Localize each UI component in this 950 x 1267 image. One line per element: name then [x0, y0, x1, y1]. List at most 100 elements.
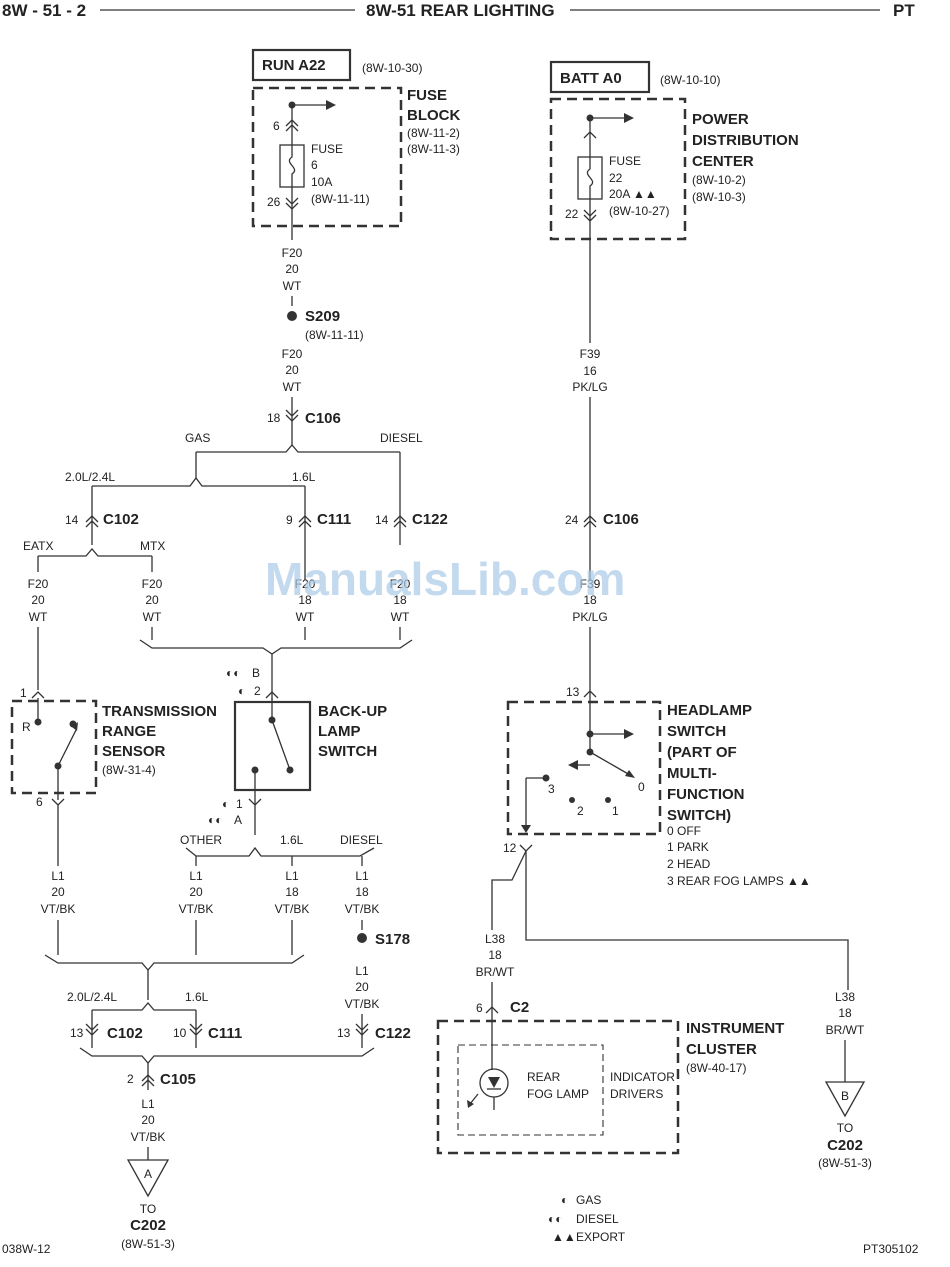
headlamp-option-0: 0 OFF — [667, 824, 701, 838]
indicator-label-2: DRIVERS — [610, 1087, 663, 1101]
headlamp-option-1: 1 PARK — [667, 840, 709, 854]
c111-top-pin: 9 — [286, 513, 293, 527]
wire-f39-gauge: 16 — [583, 364, 597, 378]
fog-lamp-label-2: FOG LAMP — [527, 1087, 589, 1101]
indicator-label-1: INDICATOR — [610, 1070, 675, 1084]
wire-l1-2-color: VT/BK — [179, 902, 214, 916]
c102-bot-pin: 13 — [70, 1026, 84, 1040]
wire-l1-3-color: VT/BK — [275, 902, 310, 916]
c106-left-label: C106 — [305, 410, 341, 427]
wire-f20b-gauge: 20 — [285, 363, 299, 377]
s178-label: S178 — [375, 931, 410, 948]
fog-lamp-label-1: REAR — [527, 1070, 561, 1084]
wire-l1-s178-circuit: L1 — [355, 964, 369, 978]
branch-gas: GAS — [185, 431, 210, 445]
c111-bot-label: C111 — [208, 1025, 242, 1042]
legend-export: EXPORT — [576, 1230, 626, 1244]
footer-right: PT305102 — [863, 1242, 919, 1256]
to-a-letter: A — [144, 1167, 152, 1181]
c111-top-label: C111 — [317, 511, 351, 528]
wire-l1-2-circuit: L1 — [189, 869, 203, 883]
headlamp-title-1: HEADLAMP — [667, 702, 752, 719]
bls-title-2: LAMP — [318, 723, 361, 740]
to-a-ref: (8W-51-3) — [121, 1237, 175, 1251]
to-a-to: TO — [140, 1202, 156, 1216]
c105-label: C105 — [160, 1071, 196, 1088]
wire-mid-3-gauge: 18 — [298, 593, 312, 607]
wire-f39b-gauge: 18 — [583, 593, 597, 607]
wire-l1-1-gauge: 20 — [51, 885, 65, 899]
trs-box — [10, 699, 98, 795]
pdc-ref-2: (8W-10-3) — [692, 190, 746, 204]
fuse-22-label: FUSE — [609, 154, 641, 168]
watermark: ManualsLib.com — [265, 553, 625, 605]
wire-mid-4-color: WT — [391, 610, 410, 624]
svg-text:◐: ◐ — [238, 684, 245, 698]
pdc-box — [549, 97, 687, 241]
c106-right-pin: 24 — [565, 513, 579, 527]
batt-a0-label: BATT A0 — [560, 70, 622, 87]
wire-l38-b-gauge: 18 — [838, 1006, 852, 1020]
to-b-conn: C202 — [827, 1137, 863, 1154]
headlamp-title-6: SWITCH) — [667, 807, 731, 824]
headlamp-title-3: (PART OF — [667, 744, 737, 761]
pdc-title-1: POWER — [692, 111, 749, 128]
fuse-block-ref-2: (8W-11-3) — [407, 142, 460, 156]
svg-text:◐: ◐ — [561, 1193, 568, 1207]
to-b-letter: B — [841, 1089, 849, 1103]
fuse-block-box — [251, 86, 403, 228]
wire-mid-2-gauge: 20 — [145, 593, 159, 607]
c2-label: C2 — [510, 999, 529, 1016]
pdc-title-3: CENTER — [692, 153, 754, 170]
bls-pin-b: B — [252, 666, 260, 680]
wire-f20b-circuit: F20 — [282, 347, 303, 361]
headlamp-title-5: FUNCTION — [667, 786, 745, 803]
bls-pin-2: 2 — [254, 684, 261, 698]
wire-l38-a-circuit: L38 — [485, 932, 505, 946]
trs-title-2: RANGE — [102, 723, 156, 740]
legend-diesel: DIESEL — [576, 1212, 619, 1226]
wire-mid-1-circuit: F20 — [28, 577, 49, 591]
run-a22-ref: (8W-10-30) — [362, 61, 422, 75]
wire-l38-b-circuit: L38 — [835, 990, 855, 1004]
wire-l1-3-circuit: L1 — [285, 869, 299, 883]
fuse-22-ref: (8W-10-27) — [609, 204, 669, 218]
c122-top-label: C122 — [412, 511, 448, 528]
fuse-6-amps: 10A — [311, 175, 332, 189]
wire-f39-circuit: F39 — [580, 347, 601, 361]
trs-title-3: SENSOR — [102, 743, 166, 760]
fuse-6-ref: (8W-11-11) — [311, 192, 370, 206]
fuse-6-label: FUSE — [311, 142, 343, 156]
wire-mid-4-gauge: 18 — [393, 593, 407, 607]
section-code: PT — [893, 1, 915, 20]
wire-l1-1-circuit: L1 — [51, 869, 65, 883]
wire-l1-2-gauge: 20 — [189, 885, 203, 899]
branch2-other: OTHER — [180, 833, 222, 847]
wire-f20-gauge: 20 — [285, 262, 299, 276]
c105-pin: 2 — [127, 1072, 134, 1086]
headlamp-switch-box — [506, 700, 662, 836]
indicator-drivers-box — [457, 1044, 604, 1136]
c2-pin: 6 — [476, 1001, 483, 1015]
fuse-block-title-2: BLOCK — [407, 107, 460, 124]
trs-pin-top: 1 — [20, 686, 27, 700]
pdc-pin-out: 22 — [565, 207, 579, 221]
headlamp-p2: 2 — [577, 804, 584, 818]
s209-ref: (8W-11-11) — [305, 328, 364, 342]
wire-l1-4-gauge: 18 — [355, 885, 369, 899]
c106-right-label: C106 — [603, 511, 639, 528]
headlamp-title-2: SWITCH — [667, 723, 726, 740]
fuse-6-number: 6 — [311, 158, 318, 172]
c111-bot-pin: 10 — [173, 1026, 187, 1040]
fuse-block-title-1: FUSE — [407, 87, 447, 104]
branch2-eng-24: 2.0L/2.4L — [67, 990, 117, 1004]
trs-title-1: TRANSMISSION — [102, 703, 217, 720]
wire-f20b-color: WT — [283, 380, 302, 394]
s209-label: S209 — [305, 308, 340, 325]
legend-gas: GAS — [576, 1193, 601, 1207]
off-page-connector-b — [824, 1081, 866, 1118]
wire-mid-4-circuit: F20 — [390, 577, 411, 591]
headlamp-p3: 3 — [548, 782, 555, 796]
